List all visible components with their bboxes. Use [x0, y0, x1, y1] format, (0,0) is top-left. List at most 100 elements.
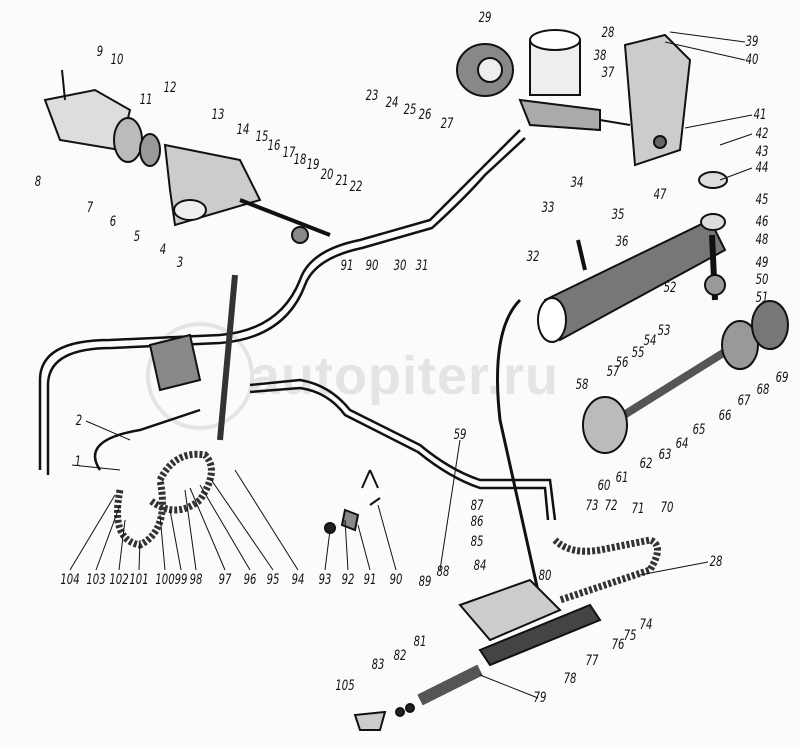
- pipes: [38, 129, 557, 601]
- part-number-label: 26: [418, 107, 432, 123]
- part-number-label: 72: [604, 498, 618, 514]
- part-number-label: 55: [631, 345, 645, 361]
- part-number-label: 29: [478, 10, 492, 26]
- part-number-label: 82: [393, 648, 407, 664]
- part-number-label: 32: [526, 249, 540, 265]
- part-number-label: 58: [575, 377, 589, 393]
- part-number-label: 19: [306, 157, 320, 173]
- part-number-label: 2: [75, 413, 83, 429]
- part-number-label: 64: [675, 436, 689, 452]
- part-number-label: 74: [639, 617, 653, 633]
- part-number-label: 3: [176, 255, 184, 271]
- part-number-label: 73: [585, 498, 599, 514]
- part-number-label: 99: [174, 572, 188, 588]
- part-number-label: 16: [267, 138, 281, 154]
- part-number-label: 45: [755, 192, 769, 208]
- part-number-label: 71: [631, 501, 645, 517]
- part-number-label: 100: [155, 572, 175, 588]
- hoses: [114, 450, 661, 604]
- part-number-label: 5: [133, 229, 141, 245]
- pump-bracket-assembly: [43, 69, 331, 244]
- part-number-label: 95: [266, 572, 280, 588]
- part-number-label: 20: [320, 167, 334, 183]
- part-number-label: 12: [163, 80, 177, 96]
- part-number-label: 90: [365, 258, 379, 274]
- part-number-label: 47: [653, 187, 667, 203]
- part-number-label: 61: [615, 470, 629, 486]
- part-number-label: 85: [470, 534, 484, 550]
- part-number-label: 92: [341, 572, 355, 588]
- part-number-label: 35: [611, 207, 625, 223]
- part-number-label: 79: [533, 690, 547, 706]
- part-number-label: 53: [657, 323, 671, 339]
- part-number-label: 104: [60, 572, 80, 588]
- part-number-label: 50: [755, 272, 769, 288]
- part-number-label: 21: [335, 173, 349, 189]
- part-number-label: 13: [211, 107, 225, 123]
- part-number-label: 24: [385, 95, 399, 111]
- part-number-label: 69: [775, 370, 789, 386]
- part-number-label: 70: [660, 500, 674, 516]
- part-number-label: 37: [601, 65, 615, 81]
- part-number-label: 22: [349, 179, 363, 195]
- part-number-label: 88: [436, 564, 450, 580]
- part-number-label: 17: [282, 145, 296, 161]
- part-number-label: 38: [593, 48, 607, 64]
- part-number-label: 63: [658, 447, 672, 463]
- part-number-label: 28: [709, 554, 723, 570]
- part-number-label: 43: [755, 144, 769, 160]
- part-number-label: 103: [86, 572, 106, 588]
- part-number-label: 86: [470, 514, 484, 530]
- part-number-label: 15: [255, 129, 269, 145]
- part-number-label: 7: [86, 200, 94, 216]
- part-number-label: 94: [291, 572, 305, 588]
- part-number-label: 9: [96, 44, 104, 60]
- part-number-label: 8: [34, 174, 42, 190]
- part-number-label: 57: [606, 364, 620, 380]
- watermark: autopiter.ru: [250, 346, 560, 406]
- part-number-label: 41: [753, 107, 767, 123]
- part-number-label: 25: [403, 102, 417, 118]
- part-number-label: 27: [440, 116, 454, 132]
- part-number-label: 39: [745, 34, 759, 50]
- part-number-label: 60: [597, 478, 611, 494]
- part-number-label: 62: [639, 456, 653, 472]
- part-number-label: 101: [129, 572, 149, 588]
- part-number-label: 76: [611, 637, 625, 653]
- part-number-label: 97: [218, 572, 232, 588]
- part-number-label: 77: [585, 653, 599, 669]
- part-number-label: 67: [737, 393, 751, 409]
- part-number-label: 75: [623, 628, 637, 644]
- part-number-label: 78: [563, 671, 577, 687]
- power-cylinder: [537, 213, 727, 343]
- part-number-label: 105: [335, 678, 355, 694]
- part-number-label: 83: [371, 657, 385, 673]
- part-number-label: 44: [755, 160, 769, 176]
- part-number-label: 90: [389, 572, 403, 588]
- part-number-label: 93: [318, 572, 332, 588]
- part-number-label: 87: [470, 498, 484, 514]
- part-number-label: 54: [643, 333, 657, 349]
- part-number-label: 1: [74, 454, 82, 470]
- part-number-label: 51: [755, 290, 769, 306]
- part-number-label: 52: [663, 280, 677, 296]
- part-number-label: 36: [615, 234, 629, 250]
- part-number-label: 91: [340, 258, 354, 274]
- rod-assembly: [148, 274, 602, 731]
- part-number-label: 98: [189, 572, 203, 588]
- part-number-label: 81: [413, 634, 427, 650]
- part-number-label: 4: [159, 242, 167, 258]
- part-number-label: 89: [418, 574, 432, 590]
- part-number-label: 102: [109, 572, 129, 588]
- part-number-label: 28: [601, 25, 615, 41]
- part-number-label: 66: [718, 408, 732, 424]
- part-number-label: 30: [393, 258, 407, 274]
- part-number-label: 31: [415, 258, 429, 274]
- part-number-label: 14: [236, 122, 250, 138]
- part-number-label: 68: [756, 382, 770, 398]
- leader-lines: [69, 31, 753, 699]
- part-number-label: 33: [541, 200, 555, 216]
- part-number-label: 84: [473, 558, 487, 574]
- part-number-label: 59: [453, 427, 467, 443]
- part-number-label: 23: [365, 88, 379, 104]
